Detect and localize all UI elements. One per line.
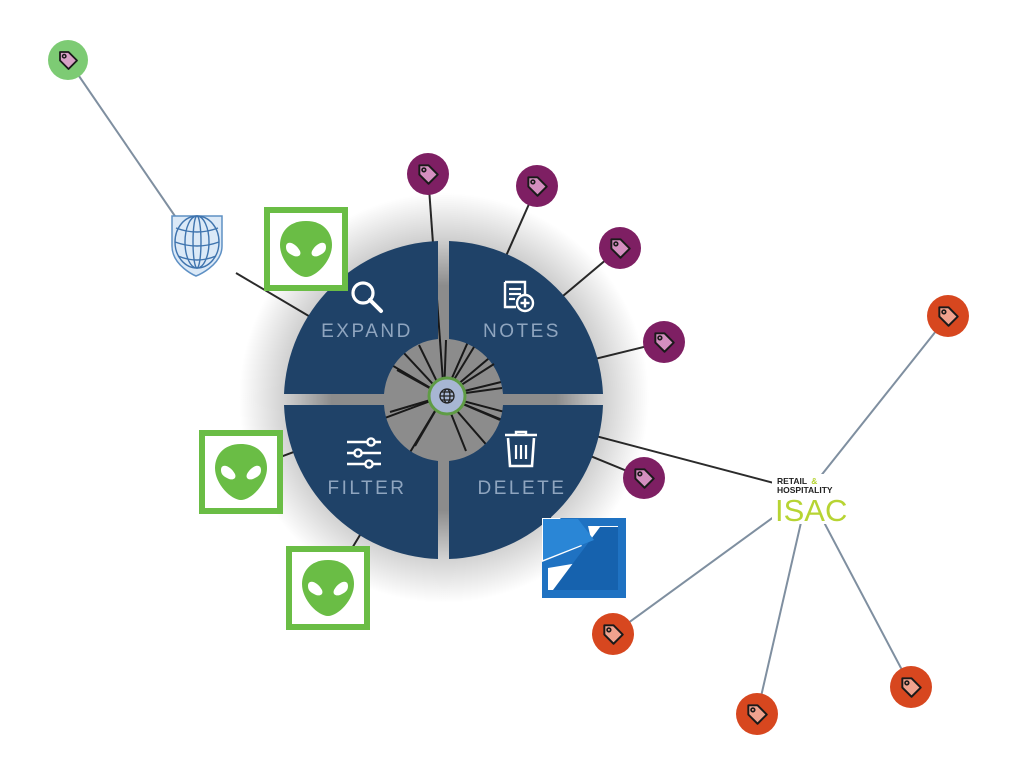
tag-node[interactable]: [927, 295, 969, 337]
edge: [67, 59, 191, 239]
isac-line1: RETAIL: [777, 476, 807, 486]
globe-shield-node[interactable]: [171, 215, 223, 277]
tag-node[interactable]: [736, 693, 778, 735]
alien-icon: [267, 210, 345, 288]
alien-icon: [202, 433, 280, 511]
magnifier-icon: [351, 281, 383, 313]
delete-label: DELETE: [478, 478, 567, 499]
center-node[interactable]: [427, 376, 467, 416]
tag-node[interactable]: [599, 227, 641, 269]
edge: [807, 491, 912, 688]
note-add-icon: [503, 280, 535, 313]
alien-icon: [289, 549, 367, 627]
sliders-icon: [347, 437, 381, 469]
tag-node[interactable]: [623, 457, 665, 499]
notes-label: NOTES: [483, 321, 561, 342]
isac-line2: HOSPITALITY: [777, 485, 833, 495]
trash-icon: [505, 430, 537, 468]
tag-node[interactable]: [407, 153, 449, 195]
edge: [756, 491, 809, 715]
isac-org-node[interactable]: RETAIL & HOSPITALITY ISAC: [772, 474, 852, 528]
alien-node[interactable]: [267, 210, 345, 288]
tag-node[interactable]: [48, 40, 88, 80]
radial-menu: EXPAND NOTES: [284, 241, 603, 559]
notes-button[interactable]: NOTES: [449, 241, 603, 394]
globe-shield-icon: [174, 215, 220, 269]
tag-node[interactable]: [643, 321, 685, 363]
tag-node[interactable]: [890, 666, 932, 708]
edge: [807, 315, 949, 493]
expand-label: EXPAND: [321, 321, 413, 342]
isac-amp: &: [811, 476, 817, 486]
filter-button[interactable]: FILTER: [284, 405, 438, 559]
alien-node[interactable]: [289, 549, 367, 627]
isac-line3: ISAC: [775, 493, 847, 528]
tag-node[interactable]: [516, 165, 558, 207]
svg-text:RETAIL &: RETAIL &: [777, 476, 817, 486]
tag-node[interactable]: [592, 613, 634, 655]
delete-button[interactable]: DELETE: [449, 405, 603, 559]
blue-logo-node[interactable]: [542, 518, 626, 598]
globe-icon: [439, 388, 455, 404]
filter-label: FILTER: [327, 478, 406, 499]
alien-node[interactable]: [202, 433, 280, 511]
expand-button[interactable]: EXPAND: [284, 241, 438, 394]
